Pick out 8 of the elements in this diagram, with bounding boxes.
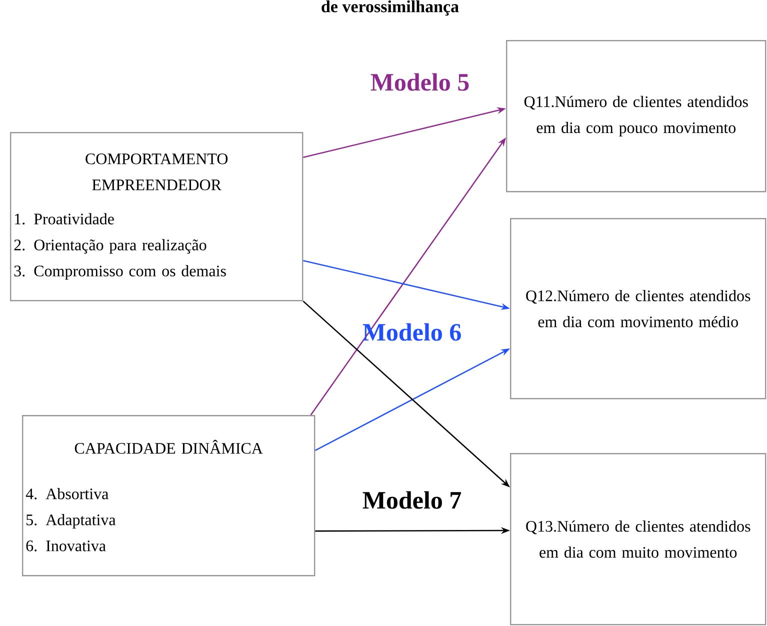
question-box: Q11.Número de clientes atendidos em dia com pouco movimento [506,40,766,192]
model-label: Modelo 5 [370,73,469,91]
title: de verossimilhança [322,0,459,16]
question-box: Q12.Número de clientes atendidos em dia com movimento médio [510,218,766,400]
concept-box: CAPACIDADE DINÂMICA 4. Absortiva 5. Adaptativa 6. Inovativa [22,415,316,576]
concept-box: COMPORTAMENTO EMPREENDEDOR 1. Proatividade 2. Orientação para realização 3. Compromisso com os demais [10,132,304,302]
question-box: Q13.Número de clientes atendidos em dia com muito movimento [510,453,766,626]
model-label: Modelo 7 [362,491,462,509]
